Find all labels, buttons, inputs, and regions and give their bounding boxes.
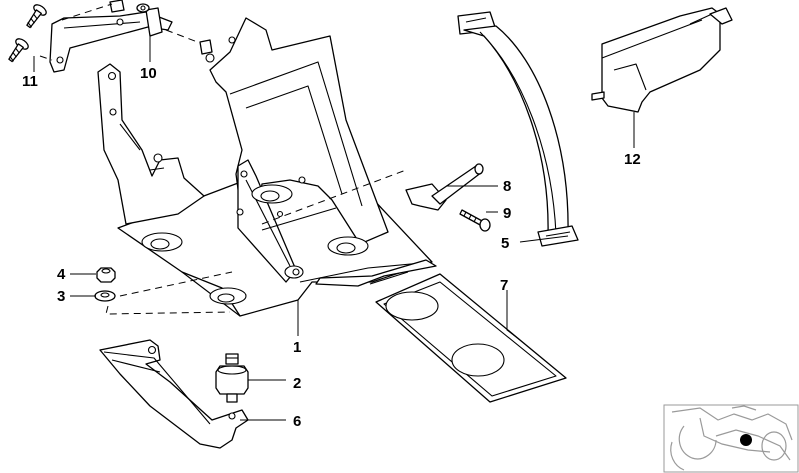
callout-4: 4 <box>57 266 66 283</box>
thumbnail-frame <box>663 404 799 473</box>
callout-3: 3 <box>57 288 65 305</box>
callout-11: 11 <box>22 73 38 90</box>
part-3-washer <box>94 290 116 302</box>
part-12-cover <box>591 7 733 113</box>
part-7-pad <box>375 273 567 403</box>
callout-10: 10 <box>140 65 157 82</box>
part-4-nut <box>96 267 116 283</box>
part-10-bracket <box>49 0 173 73</box>
callout-12: 12 <box>624 151 641 168</box>
part-2-rubber-mount <box>215 353 249 403</box>
leader-lines <box>33 34 635 421</box>
part-11-screws <box>8 4 47 63</box>
callout-5: 5 <box>501 235 509 252</box>
part-5-strap <box>457 11 579 247</box>
part-6-lower-bracket <box>99 339 249 449</box>
callout-7: 7 <box>500 277 508 294</box>
callout-2: 2 <box>293 375 301 392</box>
motorcycle-thumbnail <box>663 404 799 473</box>
callout-9: 9 <box>503 205 511 222</box>
location-marker-icon <box>740 434 752 446</box>
part-9-screw <box>459 209 491 232</box>
callout-labels: 1 2 3 4 5 6 7 8 9 10 11 12 <box>22 65 641 430</box>
callout-8: 8 <box>503 178 511 195</box>
part-1-battery-tray <box>97 17 437 317</box>
callout-6: 6 <box>293 413 301 430</box>
callout-1: 1 <box>293 339 301 356</box>
part-8-bolt <box>405 163 484 211</box>
